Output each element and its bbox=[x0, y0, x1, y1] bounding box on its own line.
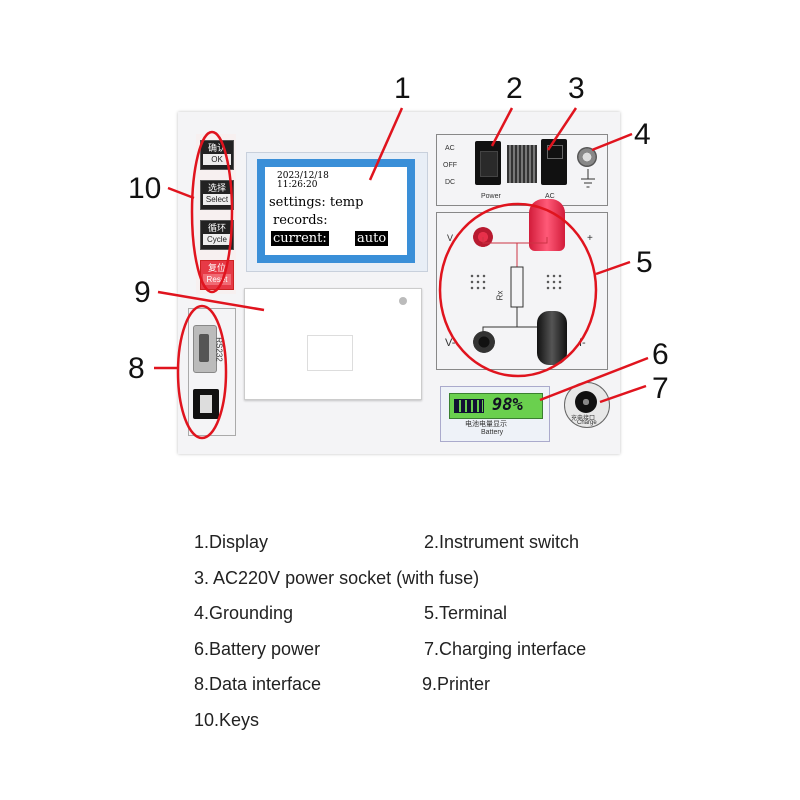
battery-icon bbox=[454, 399, 484, 413]
instrument-panel: 确认 OK 选择 Select 循环 Cycle 复位 Reset 2023/1… bbox=[178, 112, 620, 454]
callout-10: 10 bbox=[128, 172, 162, 205]
legend-item-2: 2.Instrument switch bbox=[424, 532, 580, 552]
charge-jack-icon bbox=[575, 391, 597, 413]
lcd-date: 2023/12/18 bbox=[277, 171, 329, 181]
speaker-left-icon bbox=[469, 273, 487, 291]
power-label: Power bbox=[481, 193, 501, 200]
callout-4: 4 bbox=[634, 118, 651, 151]
usb-slot-icon bbox=[200, 395, 212, 413]
printer-button[interactable] bbox=[307, 335, 353, 371]
v-minus-terminal[interactable] bbox=[473, 331, 495, 353]
lcd-current-label: current: bbox=[271, 231, 329, 246]
callout-2: 2 bbox=[506, 72, 523, 105]
switch-label-dc: DC bbox=[445, 179, 456, 186]
leader-4 bbox=[591, 132, 633, 152]
callout-3: 3 bbox=[568, 72, 585, 105]
legend-item-10: 10.Keys bbox=[194, 710, 260, 730]
battery-label-cn: 电池电量显示 bbox=[465, 421, 507, 428]
charge-label-en: Charge bbox=[577, 420, 597, 426]
lcd: 2023/12/18 11:26:20 settings: temp recor… bbox=[265, 167, 407, 255]
legend-item-6: 6.Battery power bbox=[194, 639, 321, 659]
usb-port[interactable] bbox=[193, 389, 219, 419]
legend-item-8: 8.Data interface bbox=[194, 674, 322, 694]
callout-9: 9 bbox=[134, 276, 151, 309]
lcd-settings: settings: temp bbox=[269, 195, 364, 210]
charge-label-cn: 充电接口 bbox=[571, 416, 596, 422]
battery-box: 98% 电池电量显示 Battery bbox=[440, 386, 550, 442]
cycle-key-en: Cycle bbox=[203, 234, 231, 245]
data-port-area: RS232 bbox=[188, 308, 236, 436]
callout-8: 8 bbox=[128, 352, 145, 385]
leader-9 bbox=[157, 290, 265, 312]
legend-item-4: 4.Grounding bbox=[194, 603, 294, 623]
leader-5 bbox=[595, 260, 631, 276]
terminal-plus-label: + bbox=[587, 233, 593, 244]
keys-ellipse bbox=[190, 130, 234, 294]
charge-port[interactable]: 充电接口 Charge bbox=[564, 382, 610, 428]
i-minus-terminal[interactable] bbox=[537, 311, 567, 365]
leader-10 bbox=[167, 186, 195, 200]
callout-1: 1 bbox=[394, 72, 411, 105]
legend-item-5: 5.Terminal bbox=[424, 603, 508, 623]
ok-key-en: OK bbox=[203, 154, 231, 165]
terminal-ellipse bbox=[438, 202, 598, 378]
lcd-records: records: bbox=[273, 213, 328, 228]
legend-item-1: 1.Display bbox=[194, 532, 269, 552]
fuse-icon bbox=[547, 145, 563, 159]
cycle-key-cn: 循环 bbox=[207, 223, 226, 233]
power-socket[interactable] bbox=[541, 139, 567, 185]
legend-item-9: 9.Printer bbox=[422, 674, 491, 694]
display-screen: 2023/12/18 11:26:20 settings: temp recor… bbox=[257, 159, 415, 263]
rs232-pins-icon bbox=[199, 334, 209, 362]
terminal-i-minus-label: I- bbox=[579, 337, 586, 349]
reset-key-en: Reset bbox=[203, 274, 231, 285]
legend-item-3: 3. AC220V power socket (with fuse) bbox=[194, 568, 480, 588]
ground-symbol-icon bbox=[581, 169, 595, 188]
power-box: AC OFF DC Power AC bbox=[436, 134, 608, 206]
switch-label-off: OFF bbox=[443, 162, 457, 169]
legend-item-7: 7.Charging interface bbox=[424, 639, 587, 659]
select-key-en: Select bbox=[203, 194, 231, 205]
callout-5: 5 bbox=[636, 246, 653, 279]
lcd-current-value: auto bbox=[355, 231, 389, 246]
battery-label-en: Battery bbox=[481, 429, 504, 436]
switch-grille bbox=[507, 145, 537, 183]
data-port-ellipse bbox=[176, 304, 228, 440]
select-key[interactable]: 选择 Select bbox=[200, 180, 234, 210]
ac-socket-label: AC bbox=[545, 193, 555, 200]
ok-key-cn: 确认 bbox=[207, 143, 226, 153]
switch-label-ac: AC bbox=[445, 145, 455, 152]
grounding-post[interactable] bbox=[577, 147, 597, 167]
leader-6 bbox=[539, 356, 649, 402]
terminal-v-minus-label: V- bbox=[445, 337, 456, 349]
leader-1 bbox=[368, 107, 404, 181]
printer-indicator-icon bbox=[399, 297, 407, 305]
printer[interactable] bbox=[244, 288, 422, 400]
cycle-key[interactable]: 循环 Cycle bbox=[200, 220, 234, 250]
display-bezel: 2023/12/18 11:26:20 settings: temp recor… bbox=[246, 152, 428, 272]
terminal-box: V + Rx V- I- bbox=[436, 199, 608, 370]
keys-area: 确认 OK 选择 Select 循环 Cycle 复位 Reset bbox=[196, 134, 236, 294]
reset-key-cn: 复位 bbox=[207, 263, 226, 273]
lcd-time: 11:26:20 bbox=[277, 180, 318, 190]
callout-6: 6 bbox=[652, 338, 669, 371]
leader-3 bbox=[546, 107, 578, 151]
select-key-cn: 选择 bbox=[207, 183, 226, 193]
terminal-v-plus-label: V bbox=[447, 233, 454, 243]
battery-percent: 98% bbox=[492, 395, 523, 415]
leader-2 bbox=[490, 107, 514, 147]
leader-7 bbox=[599, 384, 647, 404]
rs232-port[interactable] bbox=[193, 325, 217, 373]
callout-7: 7 bbox=[652, 372, 669, 405]
speaker-right-icon bbox=[545, 273, 563, 291]
switch-rocker-icon bbox=[480, 151, 498, 177]
battery-fill bbox=[455, 400, 483, 412]
battery-lcd: 98% bbox=[449, 393, 543, 419]
instrument-switch[interactable] bbox=[475, 141, 501, 185]
